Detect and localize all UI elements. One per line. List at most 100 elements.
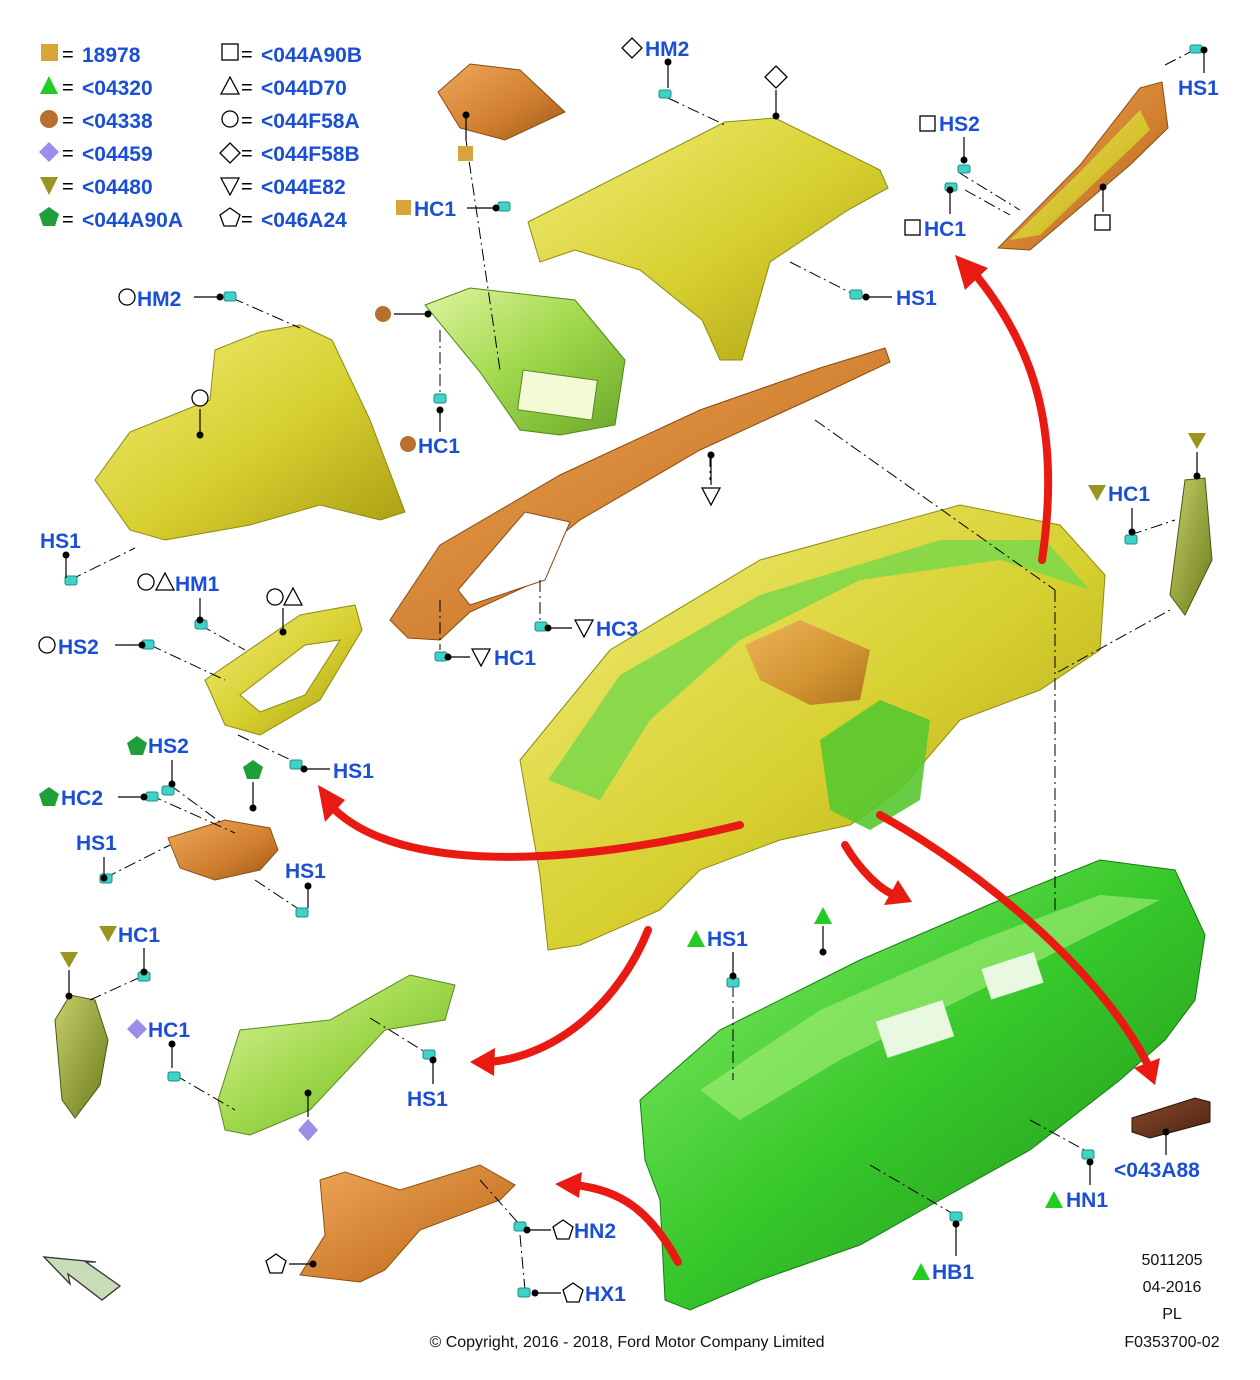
- left-trim-panel: [94, 324, 406, 541]
- circle-outline-icon: [266, 588, 284, 606]
- callout-hs1-knee: HS1: [407, 1056, 448, 1111]
- svg-text:HC1: HC1: [924, 218, 966, 241]
- legend-entry-8: = <044F58A: [221, 110, 360, 133]
- svg-text:=: =: [62, 143, 74, 165]
- callout-hc3: HC3: [544, 618, 638, 641]
- square-outline-icon: [221, 43, 239, 61]
- svg-text:=: =: [241, 143, 253, 165]
- triangle-filled-icon: [1045, 1191, 1063, 1208]
- square-filled-icon: [396, 200, 411, 215]
- svg-text:=: =: [62, 110, 74, 132]
- svg-text:HC1: HC1: [1108, 483, 1150, 506]
- legend: = 18978 = <04320 = <04338 = <04459 = <04…: [39, 43, 362, 232]
- square-outline-icon: [919, 115, 936, 132]
- triangle-down-outline-icon: [700, 487, 722, 507]
- diamond-filled-icon: [298, 1119, 318, 1141]
- legend-code: <04480: [82, 176, 153, 199]
- legend-code: <044F58B: [261, 143, 360, 166]
- upper-cover-pad: [437, 63, 566, 141]
- callout-hm2-left: HM2: [118, 288, 224, 311]
- svg-text:HS1: HS1: [407, 1088, 448, 1111]
- triangle-outline-icon: [282, 586, 304, 606]
- svg-text:=: =: [241, 110, 253, 132]
- callout-hs1-top-right: HS1: [1178, 46, 1219, 100]
- square-outline-icon: [904, 219, 921, 236]
- left-end-panel: [54, 994, 109, 1119]
- brown-trim-pad: [1131, 1097, 1211, 1139]
- svg-text:HM2: HM2: [137, 288, 181, 311]
- legend-code: <044A90A: [82, 209, 183, 232]
- callout-043a88: <043A88: [1114, 1159, 1200, 1182]
- legend-entry-5: = <044A90A: [39, 207, 183, 232]
- svg-text:HS1: HS1: [333, 760, 374, 783]
- region-code: PL: [1162, 1306, 1182, 1323]
- svg-text:HC1: HC1: [118, 924, 160, 947]
- svg-text:=: =: [62, 209, 74, 231]
- legend-code: <04459: [82, 143, 153, 166]
- pentagon-filled-icon: [39, 787, 59, 806]
- figure-code: F0353700-02: [1124, 1334, 1219, 1351]
- svg-text:HC1: HC1: [418, 435, 460, 458]
- triangle-down-filled-icon: [1088, 485, 1106, 501]
- triangle-filled-icon: [40, 76, 58, 94]
- callout-hx1: HX1: [531, 1282, 626, 1306]
- triangle-down-filled-icon: [1188, 433, 1206, 449]
- callout-hc1-bezel: HC1: [400, 406, 460, 458]
- circle-filled-icon: [400, 436, 416, 452]
- diamond-outline-icon: [219, 142, 241, 164]
- diamond-outline-icon: [764, 65, 788, 89]
- document-number: 5011205: [1141, 1252, 1202, 1269]
- svg-text:HN1: HN1: [1066, 1189, 1108, 1212]
- callout-hc1-rail: HC1: [444, 647, 536, 670]
- callout-hs1-bracket-left: HS1: [76, 832, 117, 882]
- svg-text:HC2: HC2: [61, 787, 103, 810]
- circle-filled-icon: [375, 306, 391, 322]
- callout-hn1: HN1: [1045, 1158, 1108, 1212]
- callout-hn2: HN2: [523, 1219, 616, 1243]
- lower-air-duct: [299, 1164, 516, 1283]
- svg-text:=: =: [241, 77, 253, 99]
- legend-entry-6: = <044A90B: [221, 43, 362, 67]
- pentagon-outline-icon: [552, 1219, 574, 1240]
- legend-entry-7: = <044D70: [219, 75, 347, 100]
- svg-text:HM1: HM1: [175, 573, 220, 596]
- svg-text:HN2: HN2: [574, 1220, 616, 1243]
- svg-text:=: =: [241, 209, 253, 231]
- legend-entry-3: = <04459: [39, 142, 153, 166]
- svg-text:HC1: HC1: [494, 647, 536, 670]
- triangle-down-filled-icon: [40, 177, 58, 195]
- circle-outline-icon: [221, 110, 239, 128]
- svg-text:HM2: HM2: [645, 38, 689, 61]
- svg-text:HS1: HS1: [76, 832, 117, 855]
- triangle-outline-icon: [219, 75, 241, 95]
- callout-hs1-beam: HS1: [687, 928, 748, 980]
- svg-text:HS1: HS1: [896, 287, 937, 310]
- svg-text:HX1: HX1: [585, 1283, 626, 1306]
- legend-entry-1: = <04320: [40, 76, 153, 100]
- svg-text:HS2: HS2: [58, 636, 99, 659]
- legend-entry-11: = <046A24: [219, 207, 347, 232]
- direction-arrow-icon: [42, 1256, 122, 1301]
- legend-code: <04338: [82, 110, 153, 133]
- legend-code: <044E82: [261, 176, 346, 199]
- triangle-down-outline-icon: [573, 619, 595, 639]
- callout-hc1-right: HC1: [904, 186, 966, 241]
- callout-hs1-center: HS1: [862, 287, 937, 310]
- circle-filled-icon: [40, 110, 58, 128]
- callouts: HM2 HS1 HS2 HC1 HC1 HS1: [38, 37, 1219, 1306]
- triangle-down-filled-icon: [99, 926, 117, 942]
- legend-code: <044A90B: [261, 44, 362, 67]
- circle-outline-icon: [137, 573, 155, 591]
- svg-text:=: =: [62, 176, 74, 198]
- legend-entry-9: = <044F58B: [219, 142, 360, 166]
- svg-text:HC3: HC3: [596, 618, 638, 641]
- pentagon-outline-icon: [219, 207, 241, 227]
- callout-hm2-top: HM2: [621, 37, 689, 88]
- callout-hs1-left: HS1: [40, 530, 81, 578]
- legend-entry-2: = <04338: [40, 110, 153, 133]
- square-filled-icon: [458, 146, 473, 161]
- legend-entry-0: = 18978: [41, 44, 141, 67]
- svg-text:HS1: HS1: [285, 860, 326, 883]
- svg-text:=: =: [62, 44, 74, 66]
- callout-hs1-bracket-right: HS1: [285, 860, 326, 908]
